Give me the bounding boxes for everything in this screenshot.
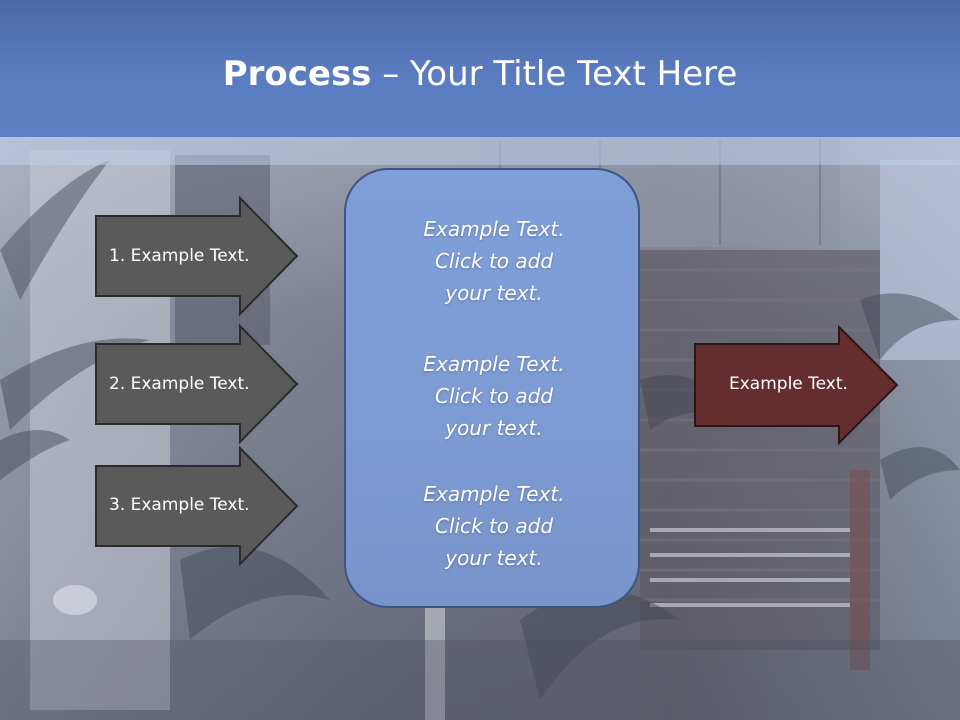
center-block-1: Example Text. Click to add your text. — [346, 213, 642, 309]
left-arrow-1-shape — [95, 195, 299, 317]
left-arrow-2[interactable]: 2. Example Text. — [95, 323, 300, 445]
title-band — [0, 0, 960, 137]
center-block-2-line2: Click to add — [434, 384, 554, 408]
center-block-3-line2: Click to add — [434, 514, 554, 538]
title-strip — [0, 137, 960, 165]
center-block-1-line3: your text. — [445, 281, 543, 305]
center-block-2-line1: Example Text. — [423, 352, 565, 376]
left-arrow-3[interactable]: 3. Example Text. — [95, 445, 300, 567]
center-block-2-line3: your text. — [445, 416, 543, 440]
left-arrow-2-label: 2. Example Text. — [109, 374, 250, 394]
center-block-2: Example Text. Click to add your text. — [346, 348, 642, 444]
left-arrow-2-shape — [95, 323, 299, 445]
center-block-1-line2: Click to add — [434, 249, 554, 273]
title-bold: Process — [222, 54, 372, 94]
center-text-box[interactable]: Example Text. Click to add your text. Ex… — [344, 168, 640, 608]
slide-title[interactable]: Process – Your Title Text Here — [0, 52, 960, 96]
right-arrow-label: Example Text. — [729, 374, 848, 394]
left-arrow-3-shape — [95, 445, 299, 567]
center-block-1-line1: Example Text. — [423, 217, 565, 241]
left-arrow-3-label: 3. Example Text. — [109, 495, 250, 515]
center-block-3-line3: your text. — [445, 546, 543, 570]
center-block-3: Example Text. Click to add your text. — [346, 478, 642, 574]
title-rest: – Your Title Text Here — [371, 54, 738, 94]
left-arrow-1[interactable]: 1. Example Text. — [95, 195, 300, 317]
left-arrow-1-label: 1. Example Text. — [109, 246, 250, 266]
right-arrow-shape — [694, 324, 899, 446]
center-block-3-line1: Example Text. — [423, 482, 565, 506]
right-arrow[interactable]: Example Text. — [694, 324, 900, 446]
